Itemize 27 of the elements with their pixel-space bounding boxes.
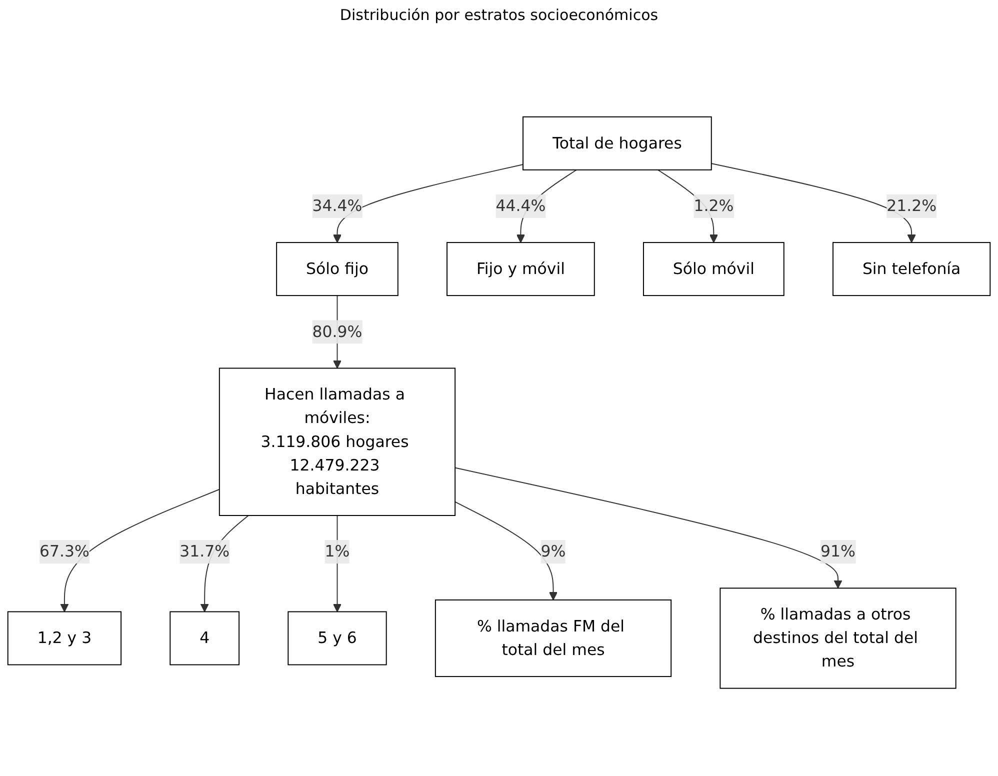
arrow bbox=[60, 489, 220, 613]
edge-label: 67.3% bbox=[40, 542, 90, 562]
node-box: Sólo móvil bbox=[643, 242, 784, 296]
edge-label: 21.2% bbox=[886, 196, 937, 216]
node-box: 4 bbox=[170, 612, 240, 666]
note-text: Distribución por estratos socioeconómicos bbox=[338, 5, 660, 26]
edge-label: 1% bbox=[324, 542, 350, 562]
node-box: 5 y 6 bbox=[288, 612, 387, 666]
edge-label: 31.7% bbox=[180, 542, 230, 562]
edge-label: 91% bbox=[820, 542, 856, 562]
edge-label: 80.9% bbox=[312, 322, 362, 342]
node-box: Total de hogares bbox=[522, 116, 712, 171]
edge-label: 44.4% bbox=[496, 196, 546, 216]
node-box: Sin telefonía bbox=[832, 242, 991, 296]
edge-label: 9% bbox=[540, 542, 566, 562]
node-box: % llamadas a otros destinos del total del mes bbox=[720, 588, 956, 690]
edge-label: 1.2% bbox=[694, 196, 734, 216]
arrow bbox=[710, 163, 916, 244]
arrow bbox=[332, 164, 524, 244]
node-box: 1,2 y 3 bbox=[7, 612, 122, 666]
node-box: % llamadas FM del total del mes bbox=[434, 600, 672, 678]
edge-label: 34.4% bbox=[312, 196, 362, 216]
node-box: Hacen llamadas a móviles: 3.119.806 hogares 12.479.223 habitantes bbox=[218, 368, 456, 516]
arrow bbox=[454, 468, 842, 589]
node-box: Sólo fijo bbox=[276, 242, 398, 296]
arrow bbox=[454, 502, 558, 601]
node-box: Fijo y móvil bbox=[446, 242, 595, 296]
